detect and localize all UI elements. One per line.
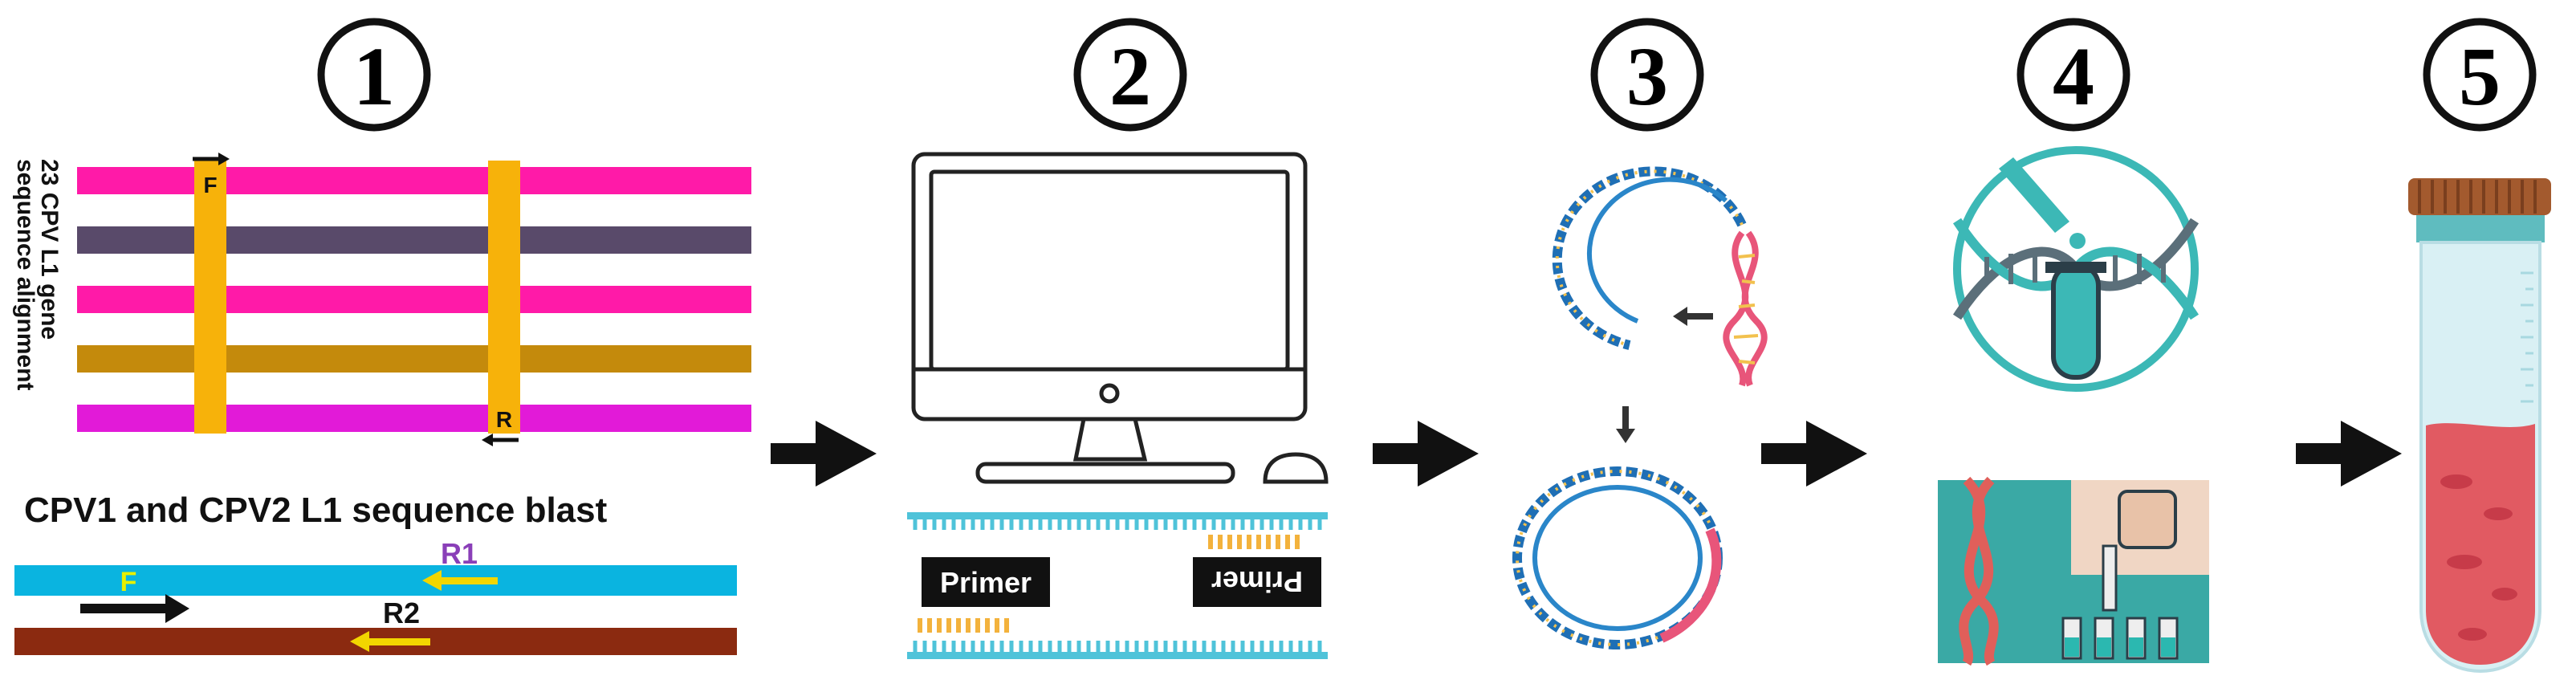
alignment-label-line2: sequence alignment [12,159,39,390]
forward-arrow-icon [193,153,230,165]
blast-title: CPV1 and CPV2 L1 sequence blast [24,491,608,530]
blast-r2-arrow-icon [350,631,430,652]
flow-arrow-4-icon [2296,421,2402,487]
alignment-bar-1 [77,167,751,194]
blast-panel: CPV1 and CPV2 L1 sequence blast F R1 R2 [14,491,737,655]
recombinant-plasmid-icon [1512,466,1723,649]
blast-r1-arrow-icon [422,570,498,591]
step-number-2: 2 [1073,18,1187,132]
test-tube-icon [2408,178,2551,674]
reverse-arrow-icon [482,434,519,446]
blast-f-label: F [120,567,137,597]
primer-box-left [922,557,1050,607]
insert-arrow-icon [1673,307,1713,326]
alignment-bar-5 [77,405,751,432]
alignment-bar-4 [77,345,751,373]
left-primer-ticks [918,618,1009,633]
step-number-4-text: 4 [2053,31,2094,123]
ligation-arrow-icon [1616,406,1635,443]
alignment-bar-3 [77,286,751,313]
reverse-primer-column [488,161,520,434]
primer-label-left: Primer [940,566,1032,599]
blast-r1-label: R1 [441,537,478,570]
step-number-3-text: 3 [1626,31,1668,123]
alignment-label-line1: 23 CPV L1 gene [36,159,63,340]
forward-primer-label: F [203,173,217,197]
bottom-ladder-ticks [913,641,1322,652]
alignment-panel: F R 23 CPV L1 gene sequence alignment [12,153,751,446]
primer-label-right: Primer [1211,565,1303,598]
blast-r2-label: R2 [383,597,420,629]
step-number-1: 1 [317,18,431,132]
forward-primer-column [194,161,226,434]
step-number-5: 5 [2423,18,2537,132]
primer-panel: Primer Primer [907,512,1328,659]
pcr-circle-icon [1952,146,2200,392]
top-ladder-ticks [913,519,1322,530]
step-number-2-text: 2 [1109,31,1151,123]
open-plasmid-icon [1552,166,1747,350]
computer-icon [911,152,1329,484]
step-number-5-text: 5 [2459,31,2501,123]
step-number-1-text: 1 [353,31,395,123]
flow-arrow-2-icon [1373,421,1479,487]
right-primer-ticks [1208,535,1300,549]
step-number-3: 3 [1590,18,1704,132]
alignment-bar-2 [77,226,751,254]
reverse-primer-label: R [496,407,512,432]
alignment-vertical-label: 23 CPV L1 gene sequence alignment [12,159,63,390]
insert-fragment-icon [1723,230,1768,387]
primer-box-right [1193,557,1321,607]
flow-arrow-3-icon [1761,421,1867,487]
step-number-4: 4 [2016,18,2130,132]
blast-bar-cyan [14,565,737,596]
pcr-lab-panel [1938,476,2209,666]
blast-forward-arrow-icon [80,594,189,623]
flow-arrow-1-icon [771,421,877,487]
